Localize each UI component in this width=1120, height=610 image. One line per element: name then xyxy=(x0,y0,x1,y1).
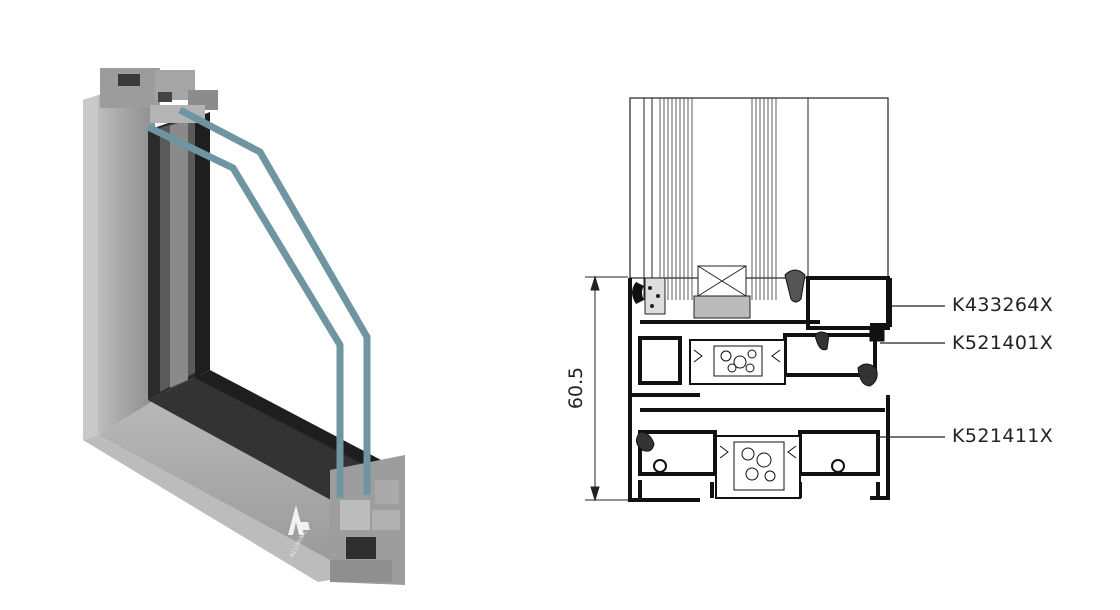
thermal-break-lower xyxy=(715,435,801,499)
sash-dark-bottom xyxy=(148,375,390,505)
dimension-label: 60.5 xyxy=(565,366,587,410)
glass-pane-inner xyxy=(146,123,344,498)
frame-profile-section xyxy=(628,276,892,502)
glass-pane-outer xyxy=(178,106,371,495)
sash-front-bottom xyxy=(195,370,400,478)
frame-bottom-face xyxy=(83,435,330,582)
dimension-line xyxy=(585,275,628,502)
profile-code-label: K521401X xyxy=(952,332,1054,354)
glass-unit xyxy=(629,97,889,319)
brand-logo-icon xyxy=(288,505,310,535)
frame-bottom-top xyxy=(98,400,405,560)
frame-vertical-face xyxy=(98,80,155,435)
frame-outer-face xyxy=(83,95,98,440)
thermal-break-upper xyxy=(689,339,786,385)
sash-front-vertical xyxy=(195,112,210,378)
sash-light-strip xyxy=(170,120,188,388)
frame-corner-render xyxy=(83,68,405,585)
epdm-gaskets xyxy=(636,326,885,473)
profile-code-label: K521411X xyxy=(952,425,1054,447)
glazing-gaskets xyxy=(632,269,806,315)
cross-section-drawing xyxy=(585,97,945,502)
profile-code-label: K433264X xyxy=(952,294,1054,316)
leader-lines xyxy=(876,305,945,438)
